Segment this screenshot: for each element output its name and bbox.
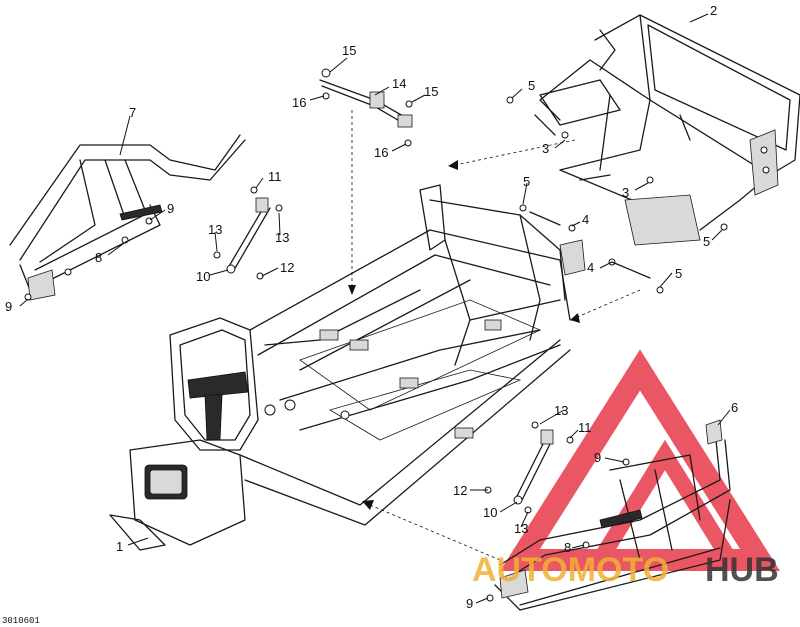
torque-bar xyxy=(319,68,413,147)
callout-16-right: 16 xyxy=(374,145,388,160)
callout-7: 7 xyxy=(129,105,136,120)
assembly-arrows xyxy=(348,110,641,561)
callout-9-right-upper: 9 xyxy=(594,450,601,465)
left-footrest xyxy=(9,134,246,301)
watermark-wordmark: AUTOMOTO HUB xyxy=(472,551,779,589)
right-footrest xyxy=(494,419,731,611)
watermark-brand-part2: HUB xyxy=(705,551,779,589)
callout-16-left: 16 xyxy=(292,95,306,110)
callout-12-right: 12 xyxy=(453,483,467,498)
callout-leaders xyxy=(19,13,731,604)
main-frame xyxy=(109,184,586,551)
callout-5-right: 5 xyxy=(703,234,710,249)
callout-12-left: 12 xyxy=(280,260,294,275)
callout-4-upper: 4 xyxy=(582,212,589,227)
callout-2: 2 xyxy=(710,3,717,18)
rear-subframe xyxy=(539,14,800,246)
callout-5-bottom: 5 xyxy=(675,266,682,281)
callout-8-left: 8 xyxy=(95,250,102,265)
callout-9-lower-left: 9 xyxy=(5,299,12,314)
callout-9-right-lower: 9 xyxy=(466,596,473,611)
callout-13-left-upper: 13 xyxy=(275,230,289,245)
callout-4-lower: 4 xyxy=(587,260,594,275)
callout-5-top: 5 xyxy=(528,78,535,93)
callout-14: 14 xyxy=(392,76,406,91)
callout-13-right-lower: 13 xyxy=(514,521,528,536)
callout-11-left: 11 xyxy=(268,169,282,184)
watermark-brand-part1: AUTOMOTO xyxy=(472,551,669,589)
callout-10-left: 10 xyxy=(196,269,210,284)
right-brace-rod xyxy=(484,421,574,514)
callout-9-upper-left: 9 xyxy=(167,201,174,216)
callout-3-top: 3 xyxy=(542,141,549,156)
callout-1: 1 xyxy=(116,539,123,554)
rear-hardware xyxy=(506,96,728,294)
callout-3-mid: 3 xyxy=(622,185,629,200)
callout-8-right: 8 xyxy=(564,540,571,555)
callout-6: 6 xyxy=(731,400,738,415)
left-brace-rod xyxy=(213,186,283,280)
drawing-code: 3010601 xyxy=(2,616,40,626)
callout-15-right: 15 xyxy=(424,84,438,99)
callout-10-right: 10 xyxy=(483,505,497,520)
callout-13-left-lower: 13 xyxy=(208,222,222,237)
callout-13-right-upper: 13 xyxy=(554,403,568,418)
callout-11-right: 11 xyxy=(578,420,592,435)
callout-labels: 1 2 7 6 15 14 15 16 16 5 3 5 3 4 5 4 5 1… xyxy=(5,3,738,611)
callout-5-mid: 5 xyxy=(523,174,530,189)
callout-15-left: 15 xyxy=(342,43,356,58)
